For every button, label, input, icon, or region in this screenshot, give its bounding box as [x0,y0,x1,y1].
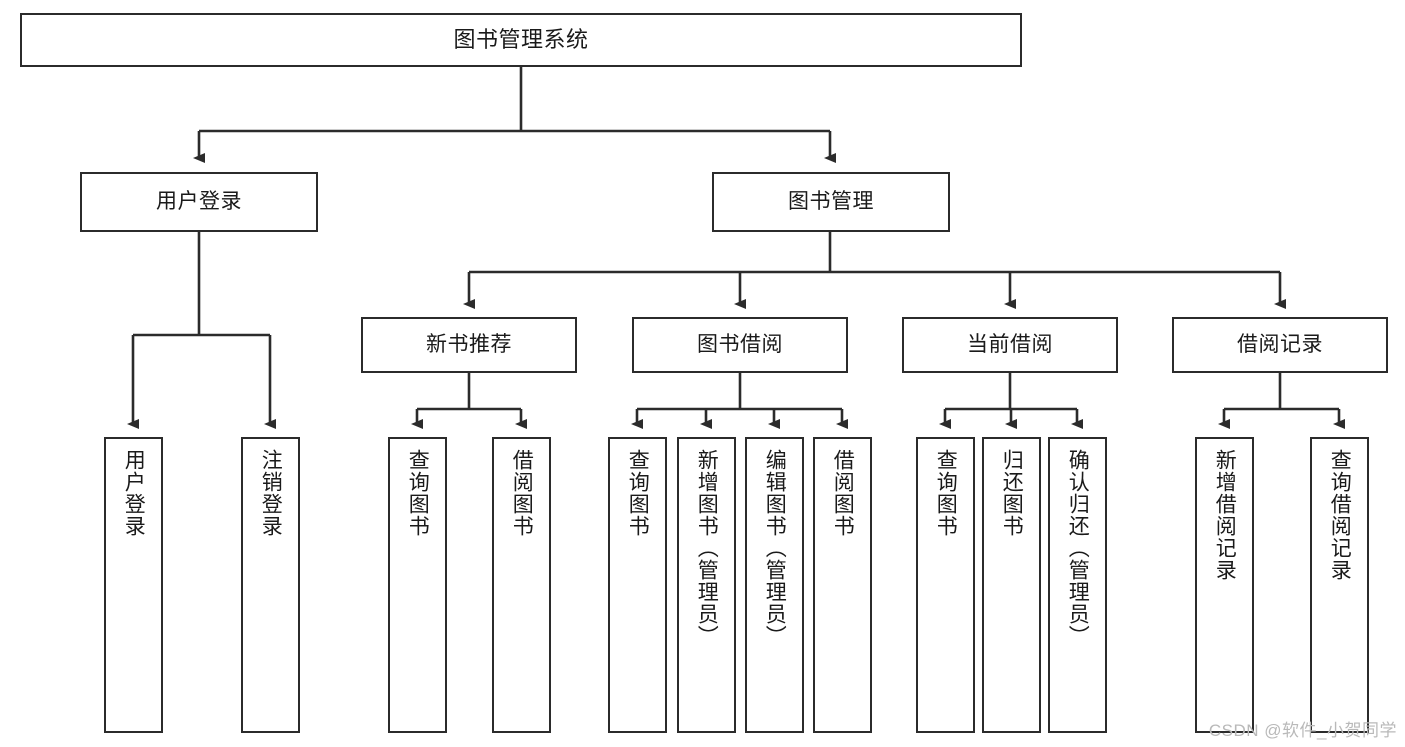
node-label: 查询图书 [934,449,958,537]
node-leaf-add-borrow-record[interactable]: 新增借阅记录 [1195,437,1254,733]
node-borrow-record[interactable]: 借阅记录 [1172,317,1388,373]
node-leaf-confirm-return[interactable]: 确认归还（管理员） [1048,437,1107,733]
node-root-system[interactable]: 图书管理系统 [20,13,1022,67]
node-leaf-borrow-book-1[interactable]: 借阅图书 [492,437,551,733]
node-label: 查询图书 [406,449,430,537]
node-label: 借阅图书 [510,449,534,537]
node-leaf-user-login[interactable]: 用户登录 [104,437,163,733]
node-leaf-query-book-2[interactable]: 查询图书 [608,437,667,733]
node-label: 用户登录 [122,449,146,537]
node-label: 查询借阅记录 [1328,449,1352,581]
node-label: 图书管理 [788,189,874,213]
node-label: 新增图书（管理员） [695,449,719,647]
node-leaf-logout-login[interactable]: 注销登录 [241,437,300,733]
node-label: 新增借阅记录 [1213,449,1237,581]
node-label: 新书推荐 [426,332,512,356]
node-leaf-add-book[interactable]: 新增图书（管理员） [677,437,736,733]
node-label: 归还图书 [1000,449,1024,537]
node-label: 当前借阅 [967,332,1053,356]
node-label: 借阅图书 [831,449,855,537]
node-current-borrow[interactable]: 当前借阅 [902,317,1118,373]
node-label: 注销登录 [259,449,283,537]
node-leaf-edit-book[interactable]: 编辑图书（管理员） [745,437,804,733]
node-book-borrow[interactable]: 图书借阅 [632,317,848,373]
node-label: 查询图书 [626,449,650,537]
node-label: 图书借阅 [697,332,783,356]
node-book-management[interactable]: 图书管理 [712,172,950,232]
node-leaf-query-book-3[interactable]: 查询图书 [916,437,975,733]
node-label: 图书管理系统 [453,27,589,53]
node-leaf-return-book[interactable]: 归还图书 [982,437,1041,733]
node-leaf-query-book-1[interactable]: 查询图书 [388,437,447,733]
node-label: 借阅记录 [1237,332,1323,356]
node-label: 编辑图书（管理员） [763,449,787,647]
watermark: CSDN @软件_小贺同学 [1208,721,1397,740]
node-label: 确认归还（管理员） [1066,449,1090,647]
node-leaf-borrow-book-2[interactable]: 借阅图书 [813,437,872,733]
node-new-book-recommend[interactable]: 新书推荐 [361,317,577,373]
node-leaf-query-borrow-record[interactable]: 查询借阅记录 [1310,437,1369,733]
node-user-login[interactable]: 用户登录 [80,172,318,232]
node-label: 用户登录 [156,189,242,213]
